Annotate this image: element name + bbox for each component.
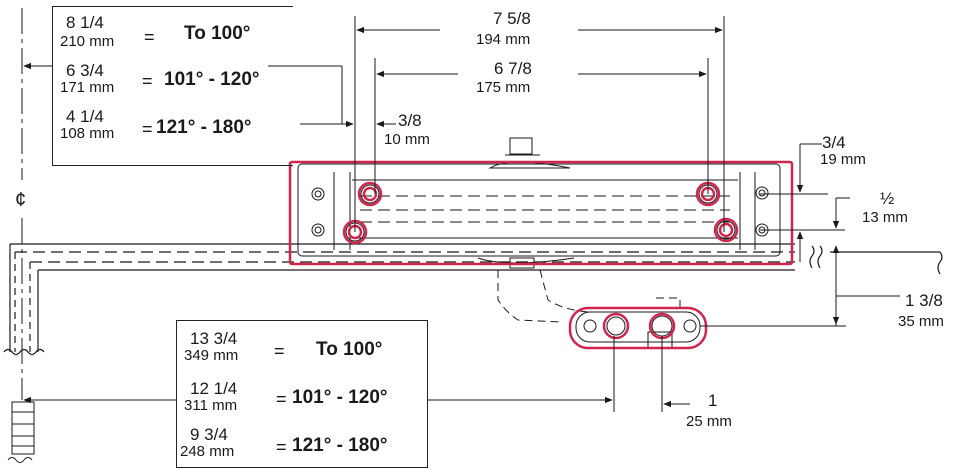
dim-1-mm: 25 mm <box>686 413 732 430</box>
hole-bottom-right-highlight <box>713 217 739 243</box>
dim-7-5-8-frac: 7 5/8 <box>493 9 531 28</box>
top-row-2-frac: 6 3/4 <box>66 61 104 80</box>
dim-7-5-8-mm: 194 mm <box>476 31 531 48</box>
bottom-row-3-eq: = <box>276 437 287 457</box>
bottom-row-1-angle: To 100° <box>316 339 383 360</box>
dim-1-frac: 1 <box>708 391 718 410</box>
top-row-1-angle: To 100° <box>184 23 251 44</box>
dim-6-7-8-frac: 6 7/8 <box>494 59 532 78</box>
top-row-1-frac: 8 1/4 <box>66 13 104 32</box>
top-row-3-mm: 108 mm <box>60 125 115 142</box>
bottom-row-1-eq: = <box>274 341 285 361</box>
bottom-row-2-frac: 12 1/4 <box>190 379 238 398</box>
top-row-2-angle: 101° - 120° <box>164 69 260 90</box>
top-row-3-eq: = <box>142 119 153 139</box>
bottom-row-3-mm: 248 mm <box>180 443 235 460</box>
dim-1-2-mm: 13 mm <box>862 209 908 226</box>
top-row-1-mm: 210 mm <box>60 33 115 50</box>
top-table-bracket <box>52 6 293 166</box>
bottom-row-3-frac: 9 3/4 <box>190 425 228 444</box>
highlight-overlays <box>288 160 794 350</box>
frame-outline <box>3 243 943 356</box>
shoe-hole-right-highlight <box>648 312 676 340</box>
top-row-3-angle: 121° - 180° <box>156 117 252 138</box>
bottom-row-2-eq: = <box>276 389 287 409</box>
dim-1-3-8-frac: 1 3/8 <box>905 291 943 310</box>
closer-highlight-rect <box>288 160 794 266</box>
dim-1-3-8-mm: 35 mm <box>898 313 944 330</box>
dim-3-4-mm: 19 mm <box>820 151 866 168</box>
top-row-1-eq: = <box>144 27 155 47</box>
bottom-row-1-mm: 349 mm <box>184 347 239 364</box>
bottom-row-2-angle: 101° - 120° <box>292 387 388 408</box>
bottom-row-1-frac: 13 3/4 <box>190 329 238 348</box>
bottom-row-3-angle: 121° - 180° <box>292 435 388 456</box>
arm-shoe <box>575 311 701 349</box>
shoe-highlight-rect <box>568 306 708 350</box>
top-row-3-frac: 4 1/4 <box>66 107 104 126</box>
dim-3-8-mm: 10 mm <box>384 131 430 148</box>
shoe-hole-left-highlight <box>602 312 630 340</box>
dim-6-7-8-mm: 175 mm <box>476 79 531 96</box>
bottom-table-bracket <box>176 320 428 468</box>
closer-body <box>297 137 781 323</box>
hole-top-left-highlight <box>357 181 383 207</box>
dim-1-2-frac: ½ <box>880 189 895 208</box>
dim-3-8-frac: 3/8 <box>398 111 422 130</box>
centerline-symbol: ¢ <box>15 189 27 211</box>
bottom-row-2-mm: 311 mm <box>184 397 238 414</box>
top-row-2-mm: 171 mm <box>60 79 115 96</box>
dim-3-4-frac: 3/4 <box>822 133 846 152</box>
hinge <box>7 401 35 463</box>
dimension-lines <box>23 16 900 412</box>
top-row-2-eq: = <box>142 71 153 91</box>
